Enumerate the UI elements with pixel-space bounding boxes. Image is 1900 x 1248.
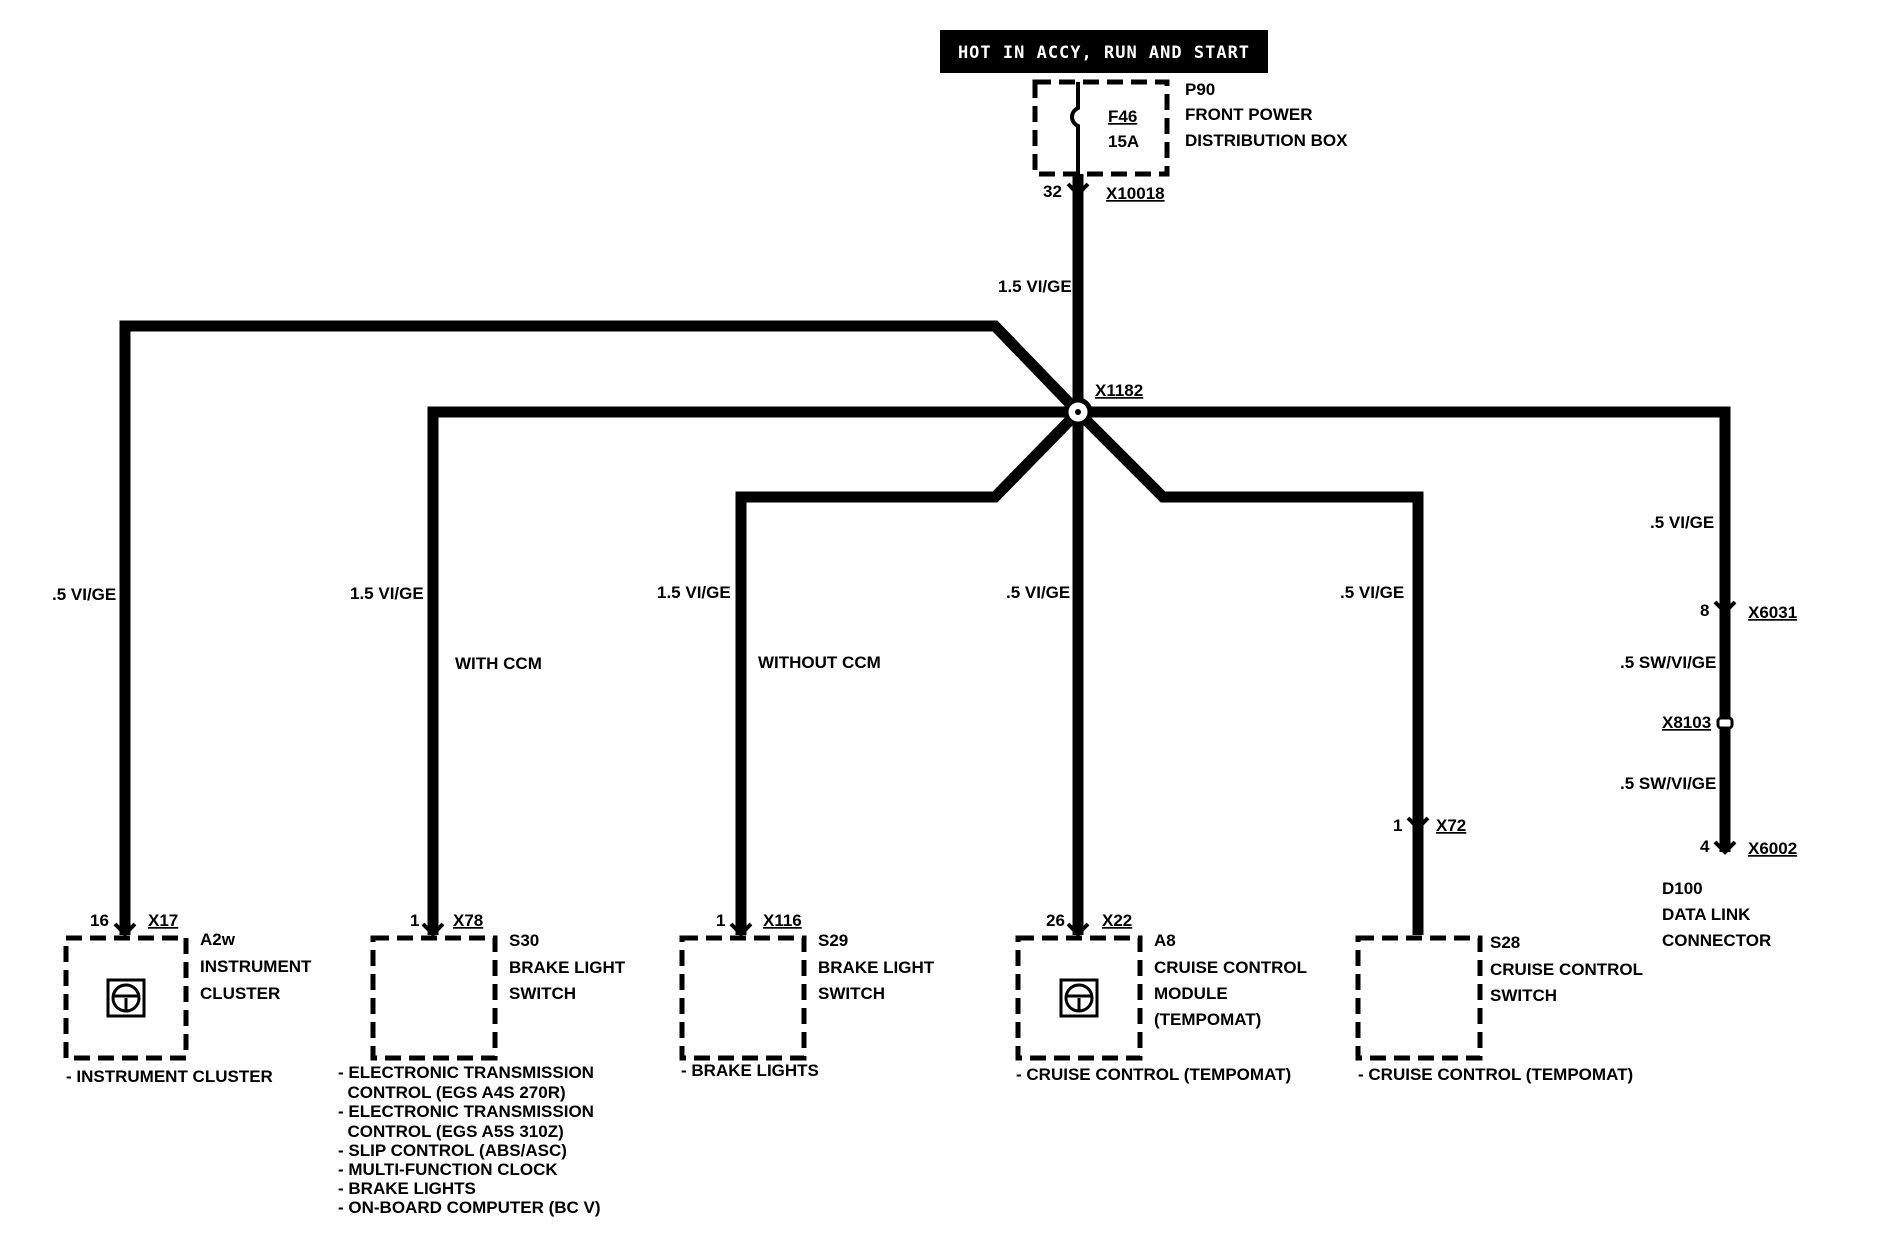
component-box-instrument [63, 935, 189, 1061]
connector-pin-icon [1406, 816, 1430, 831]
wire-instrument [119, 320, 1082, 935]
wire-label-d100-mid-1: .5 SW/VI/GE [1620, 653, 1716, 672]
comp-name-s28-2: SWITCH [1490, 986, 1557, 1005]
comp-id-instrument: A2w [200, 930, 236, 949]
splice-d100: X8103 [1662, 713, 1711, 732]
power-banner [940, 30, 1268, 73]
comp-name-d100-2: CONNECTOR [1662, 931, 1771, 950]
comp-id-s29: S29 [818, 931, 848, 950]
power-pin: 32 [1043, 182, 1062, 201]
note-s30-2: CONTROL (EGS A4S 270R) [338, 1083, 566, 1102]
comp-name-instrument-1: INSTRUMENT [200, 957, 312, 976]
condition-s30: WITH CCM [455, 654, 542, 673]
pin-s30: 1 [410, 911, 419, 930]
component-box-s28 [1355, 935, 1483, 1061]
note-s30-4: CONTROL (EGS A5S 310Z) [338, 1122, 564, 1141]
note-s30-1: - ELECTRONIC TRANSMISSION [338, 1063, 594, 1082]
pin-d100-bottom: 4 [1700, 837, 1710, 856]
comp-name-s29-1: BRAKE LIGHT [818, 958, 935, 977]
wire-label-s30: 1.5 VI/GE [350, 584, 424, 603]
connector-pin-icon [1066, 922, 1090, 937]
note-instrument-1: - INSTRUMENT CLUSTER [66, 1067, 273, 1086]
comp-id-s28: S28 [1490, 933, 1520, 952]
comp-name-s28-1: CRUISE CONTROL [1490, 960, 1643, 979]
connector-instrument: X17 [148, 911, 178, 930]
wire-d100 [1078, 406, 1731, 852]
main-wire-label: 1.5 VI/GE [998, 277, 1072, 296]
pin-d100-top: 8 [1700, 601, 1709, 620]
pin-s28: 1 [1393, 816, 1402, 835]
steering-wheel-icon [106, 978, 146, 1018]
splice-center-icon [1075, 409, 1081, 415]
connector-d100-top: X6031 [1748, 603, 1797, 622]
pin-a8: 26 [1046, 911, 1065, 930]
power-banner-text: HOT IN ACCY, RUN AND START [958, 43, 1250, 63]
connector-pin-icon [1713, 840, 1737, 855]
note-s30-5: - SLIP CONTROL (ABS/ASC) [338, 1141, 567, 1160]
fuse-id: F46 [1108, 107, 1137, 126]
note-a8-1: - CRUISE CONTROL (TEMPOMAT) [1016, 1065, 1291, 1084]
comp-id-s30: S30 [509, 931, 539, 950]
note-s29-1: - BRAKE LIGHTS [681, 1061, 819, 1080]
fuse-rating: 15A [1108, 132, 1139, 151]
comp-name-a8-2: MODULE [1154, 984, 1228, 1003]
power-box-name-2: DISTRIBUTION BOX [1185, 131, 1348, 150]
connector-d100-bottom: X6002 [1748, 839, 1797, 858]
splice-id: X1182 [1095, 381, 1143, 400]
note-s28-1: - CRUISE CONTROL (TEMPOMAT) [1358, 1065, 1633, 1084]
wire-label-d100-top: .5 VI/GE [1650, 513, 1714, 532]
power-connector: X10018 [1106, 184, 1165, 203]
connector-pin-icon [1713, 600, 1737, 615]
wire-label-d100-mid-2: .5 SW/VI/GE [1620, 774, 1716, 793]
comp-name-s30-1: BRAKE LIGHT [509, 958, 626, 977]
component-box-s29 [679, 935, 807, 1061]
connector-pin-icon [113, 922, 137, 937]
wire-s29 [735, 408, 1082, 935]
comp-id-a8: A8 [1154, 931, 1176, 950]
connector-pin-icon [421, 922, 445, 937]
fuse-icon [1070, 82, 1080, 174]
wire-label-s29: 1.5 VI/GE [657, 583, 731, 602]
note-s30-7: - BRAKE LIGHTS [338, 1179, 476, 1198]
note-s30-6: - MULTI-FUNCTION CLOCK [338, 1160, 558, 1179]
pin-instrument: 16 [90, 911, 109, 930]
component-box-a8 [1015, 935, 1143, 1061]
pin-s29: 1 [716, 911, 725, 930]
connector-s29: X116 [763, 911, 802, 930]
wire-label-instrument: .5 VI/GE [52, 585, 116, 604]
splice-icon [1716, 716, 1734, 730]
connector-pin-icon [1066, 182, 1090, 197]
comp-name-a8-3: (TEMPOMAT) [1154, 1010, 1261, 1029]
steering-wheel-icon [1059, 978, 1099, 1018]
connector-pin-icon [729, 922, 753, 937]
power-distribution-box [1032, 79, 1170, 177]
wire-s28 [1074, 408, 1424, 935]
comp-name-a8-1: CRUISE CONTROL [1154, 958, 1307, 977]
component-box-s30 [370, 935, 498, 1061]
connector-s28: X72 [1436, 816, 1466, 835]
power-box-name-1: FRONT POWER [1185, 105, 1313, 124]
connector-s30: X78 [453, 911, 483, 930]
note-s30-3: - ELECTRONIC TRANSMISSION [338, 1102, 594, 1121]
comp-name-d100-1: DATA LINK [1662, 905, 1751, 924]
comp-id-d100: D100 [1662, 879, 1703, 898]
comp-name-instrument-2: CLUSTER [200, 984, 280, 1003]
condition-s29: WITHOUT CCM [758, 653, 881, 672]
comp-name-s29-2: SWITCH [818, 984, 885, 1003]
connector-a8: X22 [1102, 911, 1132, 930]
power-box-id: P90 [1185, 80, 1215, 99]
note-s30-8: - ON-BOARD COMPUTER (BC V) [338, 1198, 601, 1217]
wire-label-s28: .5 VI/GE [1340, 583, 1404, 602]
wire-label-a8: .5 VI/GE [1006, 583, 1070, 602]
wire-s30 [427, 406, 1078, 935]
comp-name-s30-2: SWITCH [509, 984, 576, 1003]
